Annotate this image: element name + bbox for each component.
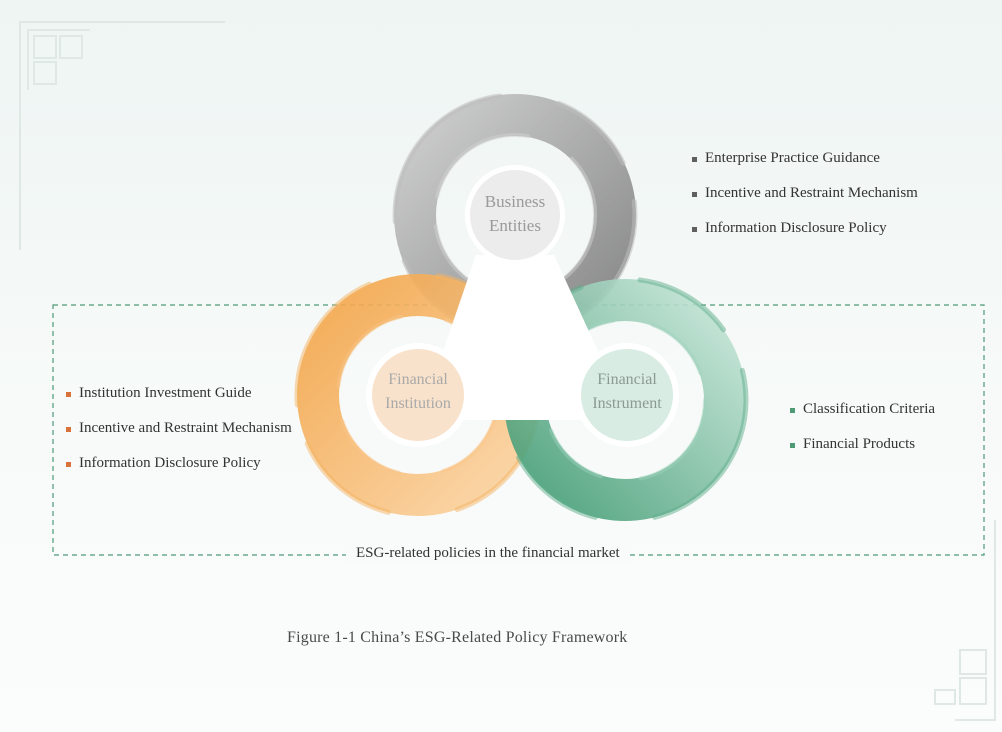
financial-instrument-label-line1: Financial xyxy=(597,371,657,388)
list-bullet xyxy=(66,392,71,397)
business-entities-label-line1: Business xyxy=(484,192,546,211)
financial-institution-label-line1: Financial xyxy=(388,371,448,388)
corner-ornament-bottom-right xyxy=(934,520,996,721)
financial-institution-node xyxy=(366,343,470,447)
center-triangle xyxy=(440,255,602,420)
figure-caption: Figure 1-1 China’s ESG-Related Policy Fr… xyxy=(287,629,628,646)
list-bullet xyxy=(692,157,697,162)
list-bullet xyxy=(66,462,71,467)
list-item: Classification Criteria xyxy=(803,401,936,417)
list-item: Information Disclosure Policy xyxy=(79,455,261,471)
list-item: Incentive and Restraint Mechanism xyxy=(705,185,918,201)
list-item: Enterprise Practice Guidance xyxy=(705,150,880,166)
list-bullet xyxy=(66,427,71,432)
financial-instrument-label-line2: Instrument xyxy=(592,395,662,412)
list-item: Financial Products xyxy=(803,436,916,452)
business-entities-node xyxy=(465,165,565,265)
list-item: Information Disclosure Policy xyxy=(705,220,887,236)
financial-market-boundary xyxy=(52,304,985,556)
financial-institution-label: Financial Institution xyxy=(368,368,468,416)
list-bullet xyxy=(692,227,697,232)
business-entities-label: Business Entities xyxy=(465,190,565,238)
list-bullet xyxy=(790,408,795,413)
list-item: Incentive and Restraint Mechanism xyxy=(79,420,292,436)
financial-instrument-node xyxy=(575,343,679,447)
corner-ornament-top-left xyxy=(19,21,225,250)
financial-instrument-label: Financial Instrument xyxy=(577,368,677,416)
list-bullet xyxy=(692,192,697,197)
financial-institution-label-line2: Institution xyxy=(385,395,451,412)
list-bullet xyxy=(790,443,795,448)
list-item: Institution Investment Guide xyxy=(79,385,252,401)
business-entities-label-line2: Entities xyxy=(489,216,541,235)
financial-market-label: ESG-related policies in the financial ma… xyxy=(346,545,630,562)
